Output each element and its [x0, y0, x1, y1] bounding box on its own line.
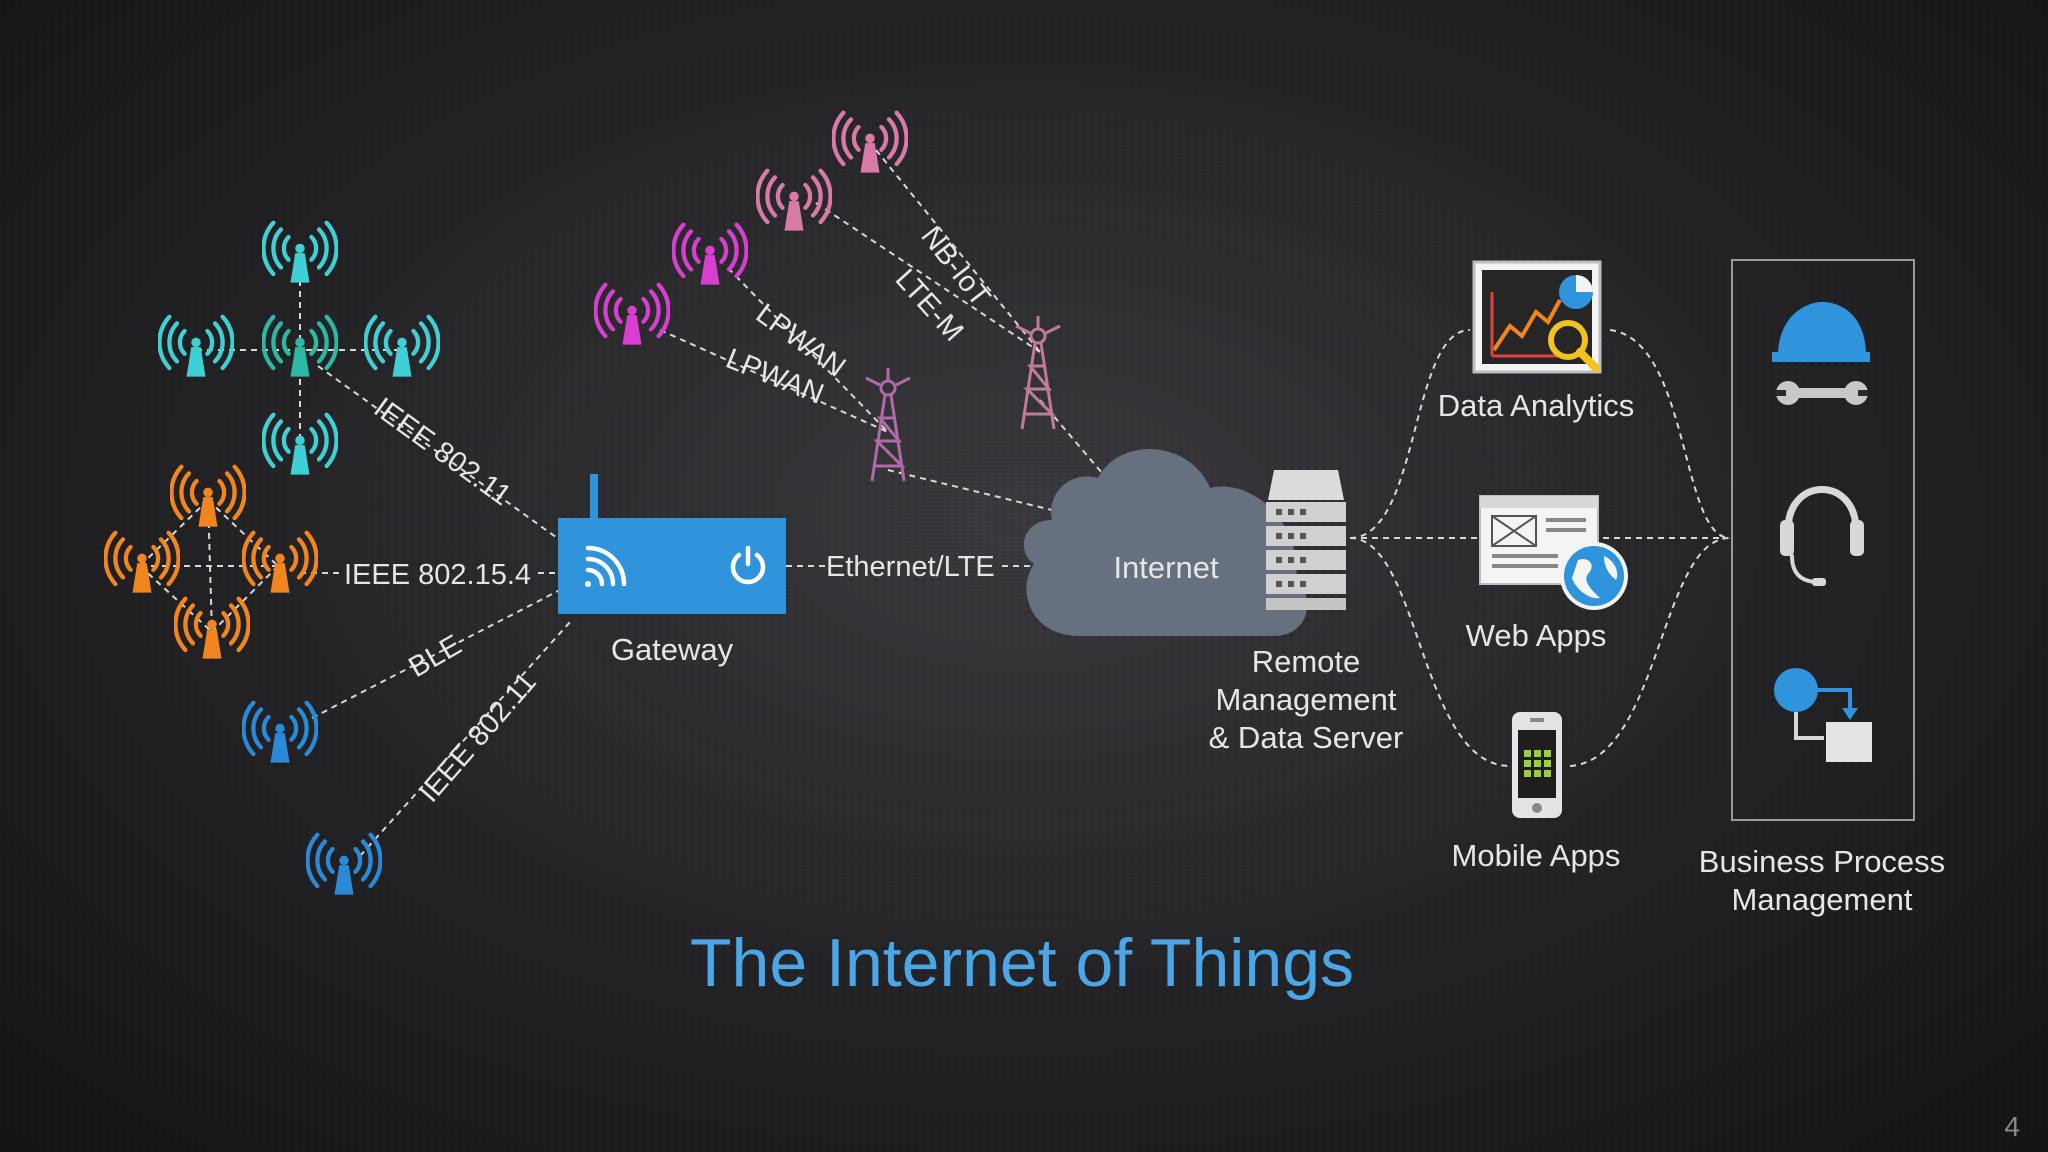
svg-text:& Data Server: & Data Server	[1209, 720, 1404, 755]
mobile-apps-node: Mobile Apps	[1452, 712, 1621, 873]
web-apps-label: Web Apps	[1466, 618, 1607, 653]
data-analytics-label: Data Analytics	[1438, 388, 1634, 423]
browser-globe-icon	[1479, 495, 1628, 610]
headset-icon	[1780, 486, 1864, 586]
link-label-ieee-802-15-4: IEEE 802.15.4	[344, 559, 531, 591]
internet-node: Internet	[1023, 449, 1308, 636]
smartphone-icon	[1512, 712, 1562, 818]
svg-text:Remote: Remote	[1252, 644, 1361, 679]
chart-magnifier-icon	[1472, 260, 1602, 374]
svg-text:Management: Management	[1732, 882, 1913, 917]
server-rack-icon	[1266, 470, 1346, 610]
cloud-icon	[1023, 449, 1308, 636]
web-apps-node: Web Apps	[1466, 495, 1628, 653]
hardhat-wrench-icon	[1772, 302, 1870, 405]
wifi-icon	[585, 545, 627, 587]
internet-label: Internet	[1113, 550, 1219, 585]
connection-lines	[139, 149, 1731, 857]
server-label: Remote Management & Data Server	[1209, 644, 1404, 755]
slide-title: The Internet of Things	[690, 925, 1354, 1001]
bpm-node: Business Process Management	[1699, 259, 1945, 917]
page-number: 4	[2004, 1111, 2020, 1142]
gateway-label: Gateway	[611, 632, 734, 667]
bpm-frame	[1731, 259, 1915, 821]
gateway-node: Gateway	[558, 474, 786, 667]
process-flow-icon	[1774, 668, 1872, 762]
bpm-label: Business Process Management	[1699, 844, 1945, 917]
svg-text:Management: Management	[1216, 682, 1397, 717]
data-analytics-node: Data Analytics	[1438, 260, 1634, 423]
power-icon	[730, 545, 766, 585]
svg-text:Business Process: Business Process	[1699, 844, 1945, 879]
link-label-ethernet-lte: Ethernet/LTE	[826, 551, 995, 583]
gateway-box	[558, 518, 786, 614]
mobile-apps-label: Mobile Apps	[1452, 838, 1621, 873]
